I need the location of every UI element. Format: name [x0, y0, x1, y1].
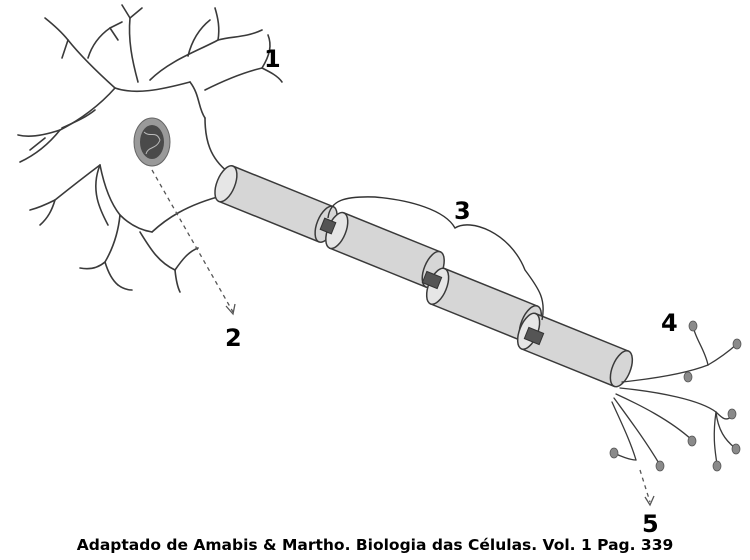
axon-terminal-icon: [609, 320, 742, 472]
myelin-sheath: [214, 165, 634, 388]
node-of-ranvier: [319, 217, 545, 346]
node-of-ranvier-icon: [319, 217, 337, 235]
source-caption: Adaptado de Amabis & Martho. Biologia da…: [76, 536, 674, 554]
label-5: 5: [642, 510, 659, 538]
myelin-segment: [214, 165, 338, 243]
arrow-to-label-2: [151, 169, 236, 316]
neuron-cell-body: [17, 4, 283, 293]
node-of-ranvier-icon: [421, 270, 443, 290]
brace-label-3: [327, 196, 544, 321]
myelin-segment: [516, 312, 634, 388]
label-2: 2: [225, 324, 242, 352]
nucleus-icon: [133, 117, 171, 167]
label-3: 3: [454, 197, 471, 225]
arrow-to-label-5: [639, 469, 655, 507]
label-4: 4: [661, 309, 678, 337]
axon-terminals: [611, 325, 738, 466]
label-1: 1: [264, 45, 281, 73]
node-of-ranvier-icon: [523, 326, 545, 346]
